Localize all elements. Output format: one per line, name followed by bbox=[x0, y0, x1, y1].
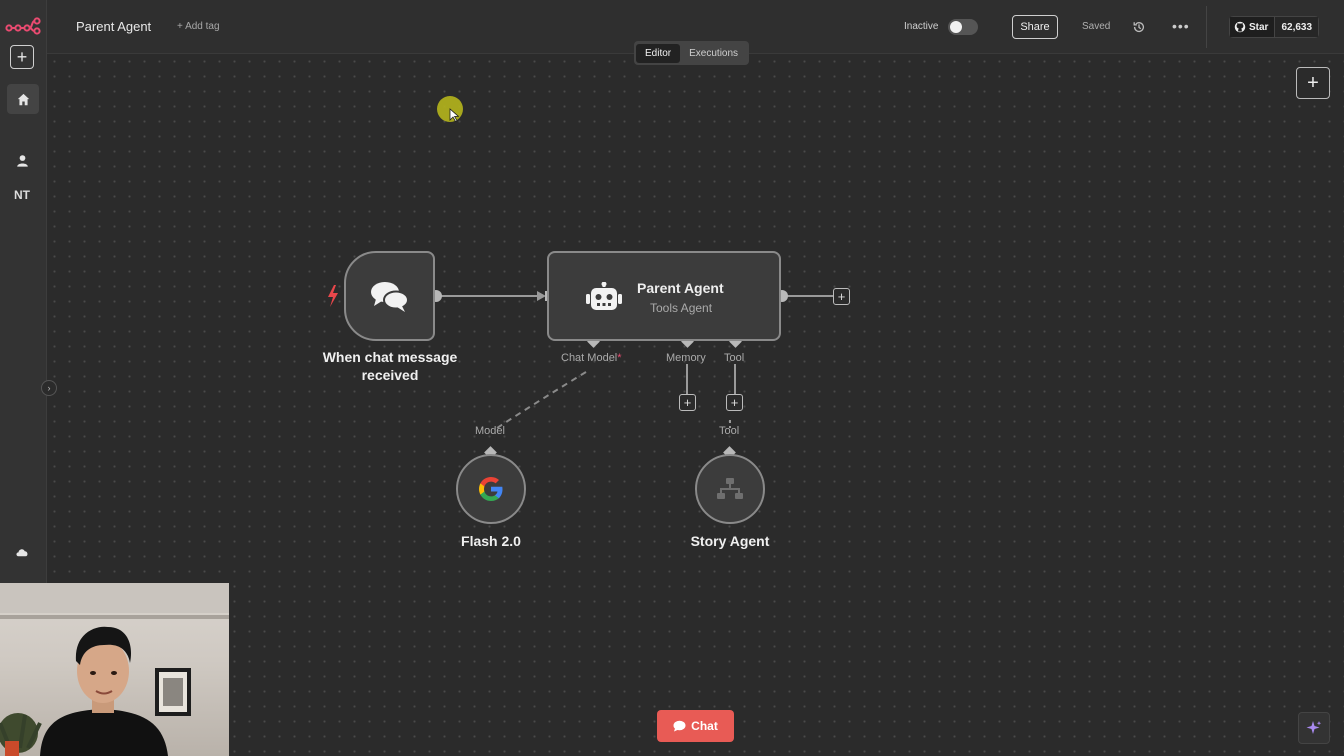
cloud-button[interactable] bbox=[10, 540, 34, 564]
tool-port-label: Tool bbox=[724, 352, 745, 364]
top-header: Parent Agent + Add tag Inactive Share Sa… bbox=[47, 0, 1344, 54]
more-options-icon[interactable]: ••• bbox=[1172, 18, 1190, 34]
add-node-button[interactable]: + bbox=[1296, 67, 1330, 99]
user-avatar-initials[interactable]: NT bbox=[14, 188, 30, 202]
google-logo-icon bbox=[479, 477, 503, 501]
chevron-right-icon: › bbox=[47, 383, 51, 393]
tab-executions[interactable]: Executions bbox=[689, 47, 739, 59]
webcam-overlay bbox=[0, 583, 229, 756]
workflow-tool-icon bbox=[717, 478, 743, 499]
github-icon bbox=[1234, 21, 1246, 33]
github-star-widget[interactable]: Star 62,633 bbox=[1229, 16, 1320, 38]
agent-node-subtitle: Tools Agent bbox=[650, 301, 713, 315]
chat-bubbles-icon bbox=[370, 282, 409, 312]
history-icon[interactable] bbox=[1132, 20, 1146, 34]
story-agent-tool-node[interactable] bbox=[695, 454, 765, 524]
home-icon bbox=[17, 93, 29, 105]
parent-agent-node[interactable]: Parent Agent Tools Agent bbox=[547, 251, 781, 341]
tool-node-port-label: Tool bbox=[719, 425, 740, 437]
home-button[interactable] bbox=[7, 84, 39, 114]
workflow-title[interactable]: Parent Agent bbox=[76, 19, 152, 34]
cloud-icon bbox=[16, 549, 28, 557]
connection-model[interactable] bbox=[496, 371, 587, 429]
tab-editor[interactable]: Editor bbox=[636, 43, 681, 63]
github-star-button[interactable]: Star bbox=[1229, 16, 1276, 38]
agent-node-title: Parent Agent bbox=[637, 280, 724, 296]
tool-node-label: Story Agent bbox=[690, 533, 770, 549]
status-label: Inactive bbox=[904, 21, 939, 32]
chat-model-port-label: Chat Model* bbox=[561, 352, 622, 364]
model-node-label: Flash 2.0 bbox=[461, 533, 521, 549]
share-button[interactable]: Share bbox=[1012, 15, 1058, 39]
github-star-label: Star bbox=[1249, 21, 1269, 33]
required-marker: * bbox=[617, 352, 622, 364]
robot-icon bbox=[586, 282, 622, 310]
header-divider bbox=[1206, 6, 1207, 48]
user-icon bbox=[16, 154, 28, 167]
model-node-port-label: Model bbox=[475, 425, 505, 437]
add-memory-button[interactable]: + bbox=[679, 394, 696, 411]
chat-button-label: Chat bbox=[691, 719, 718, 733]
chat-trigger-node[interactable] bbox=[344, 251, 435, 341]
connection-arrow bbox=[537, 291, 546, 301]
trigger-bolt-icon bbox=[328, 285, 338, 307]
presenter-video bbox=[0, 583, 229, 756]
chat-model-label-text: Chat Model bbox=[561, 352, 618, 364]
sparkle-icon bbox=[1306, 721, 1322, 734]
add-tool-button[interactable]: + bbox=[726, 394, 743, 411]
chat-button[interactable]: Chat bbox=[657, 710, 734, 742]
memory-port-label: Memory bbox=[666, 352, 706, 364]
active-toggle[interactable] bbox=[948, 19, 978, 35]
github-star-count[interactable]: 62,633 bbox=[1275, 16, 1320, 38]
mouse-cursor-icon bbox=[449, 108, 459, 122]
n8n-logo[interactable] bbox=[5, 16, 41, 36]
sidebar-collapse-button[interactable]: › bbox=[41, 380, 57, 396]
editor-tabs: Editor Executions bbox=[634, 41, 750, 65]
saved-status: Saved bbox=[1082, 21, 1111, 32]
toggle-knob bbox=[950, 21, 962, 33]
trigger-node-label: When chat message received bbox=[322, 349, 458, 383]
chat-icon bbox=[673, 720, 686, 732]
add-tag-link[interactable]: + Add tag bbox=[177, 21, 220, 32]
user-button[interactable] bbox=[10, 148, 34, 172]
ai-assistant-button[interactable] bbox=[1298, 712, 1330, 744]
add-next-node-button[interactable]: + bbox=[833, 288, 850, 305]
new-workflow-button[interactable]: + bbox=[10, 45, 34, 69]
gemini-model-node[interactable] bbox=[456, 454, 526, 524]
